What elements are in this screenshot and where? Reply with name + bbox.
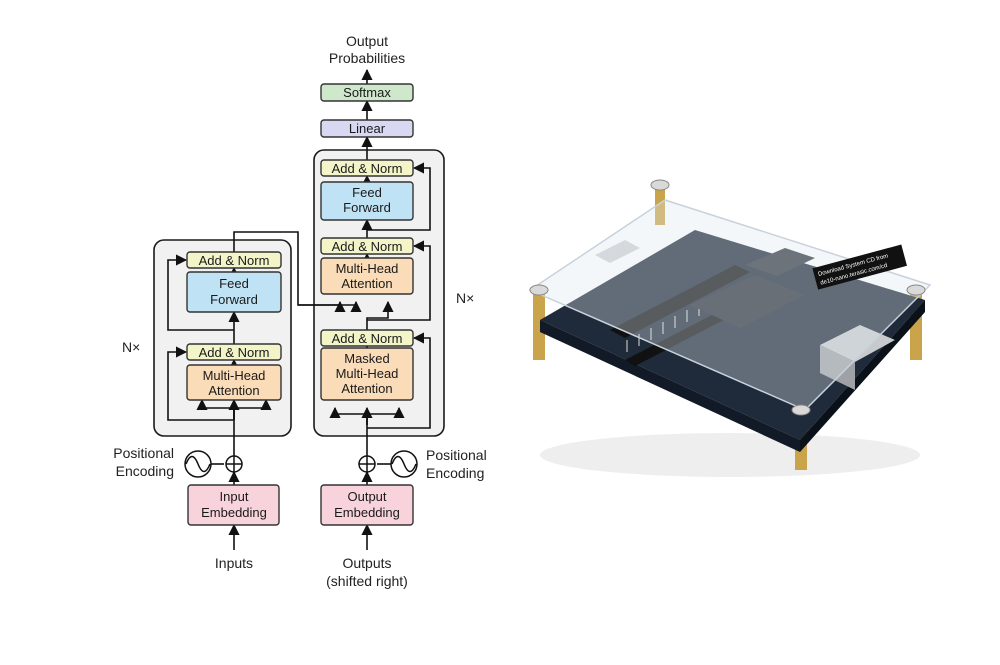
output-embedding-label-1: Output	[347, 489, 386, 504]
decoder-add-norm-middle	[320, 237, 414, 255]
encoder-sine-wave-icon	[184, 450, 212, 478]
input-embedding-label-2: Embedding	[201, 505, 267, 520]
decoder-feed-forward-label-1: Feed	[352, 185, 382, 200]
encoder-multi-head-attention	[186, 364, 282, 401]
usb-port	[595, 240, 640, 263]
outputs-label-2: (shifted right)	[326, 573, 408, 589]
decoder-positional-encoding-label-2: Encoding	[426, 465, 484, 481]
encoder-frame	[153, 239, 292, 437]
decoder-multi-head-attention	[320, 257, 414, 295]
decoder-mha-label-2: Attention	[341, 276, 392, 291]
softmax-label: Softmax	[343, 85, 391, 100]
encoder-feed-forward	[186, 271, 282, 313]
fpga-chip	[690, 275, 805, 328]
decoder-add-norm-bottom-label: Add & Norm	[332, 331, 403, 346]
decoder-masked-label-1: Masked	[344, 351, 390, 366]
output-embedding-block	[320, 484, 414, 526]
encoder-mha-label-2: Attention	[208, 383, 259, 398]
encoder-add-icon	[225, 455, 243, 473]
input-embedding-block	[187, 484, 280, 526]
softmax-block	[320, 83, 414, 102]
encoder-add-norm-top	[186, 251, 282, 269]
inputs-label: Inputs	[215, 555, 253, 571]
decoder-masked-multi-head-attention	[320, 347, 414, 401]
outputs-label-1: Outputs	[342, 555, 391, 571]
decoder-add-norm-bottom	[320, 329, 414, 347]
encoder-add-norm-bottom-label: Add & Norm	[199, 345, 270, 360]
decoder-masked-label-3: Attention	[341, 381, 392, 396]
decoder-sine-wave-icon	[390, 450, 418, 478]
encoder-feed-forward-label-2: Forward	[210, 292, 258, 307]
encoder-feed-forward-label-1: Feed	[219, 276, 249, 291]
encoder-nx-label: N×	[122, 339, 140, 355]
encoder-positional-encoding-label-1: Positional	[113, 445, 174, 461]
decoder-masked-label-2: Multi-Head	[336, 366, 399, 381]
encoder-mha-label-1: Multi-Head	[203, 368, 266, 383]
fpga-board-image: Download System CD from de10-nano.terasi…	[528, 179, 932, 477]
standoff-back	[655, 185, 665, 225]
decoder-add-norm-top-label: Add & Norm	[332, 161, 403, 176]
input-embedding-label-1: Input	[220, 489, 249, 504]
linear-label: Linear	[349, 121, 386, 136]
decoder-add-norm-top	[320, 159, 414, 177]
decoder-add-icon	[358, 455, 376, 473]
encoder-add-norm-top-label: Add & Norm	[199, 253, 270, 268]
screw-heads	[529, 179, 926, 416]
decoder-add-norm-middle-label: Add & Norm	[332, 239, 403, 254]
encoder-add-norm-bottom	[186, 343, 282, 361]
output-probabilities-label-1: Output	[346, 33, 388, 49]
decoder-feed-forward	[320, 181, 414, 221]
memory-chip	[745, 248, 815, 276]
output-embedding-label-2: Embedding	[334, 505, 400, 520]
decoder-feed-forward-label-2: Forward	[343, 200, 391, 215]
decoder-positional-encoding-label-1: Positional	[426, 447, 487, 463]
acrylic-cover	[528, 199, 932, 411]
transformer-architecture-diagram: Add & Norm Feed Forward Add & Norm Multi…	[113, 33, 487, 589]
encoder-positional-encoding-label-2: Encoding	[116, 463, 174, 479]
standoff-left	[533, 290, 545, 360]
linear-block	[320, 119, 414, 138]
decoder-nx-label: N×	[456, 290, 474, 306]
ethernet-port	[820, 325, 895, 362]
output-probabilities-label-2: Probabilities	[329, 50, 405, 66]
decoder-mha-label-1: Multi-Head	[336, 261, 399, 276]
